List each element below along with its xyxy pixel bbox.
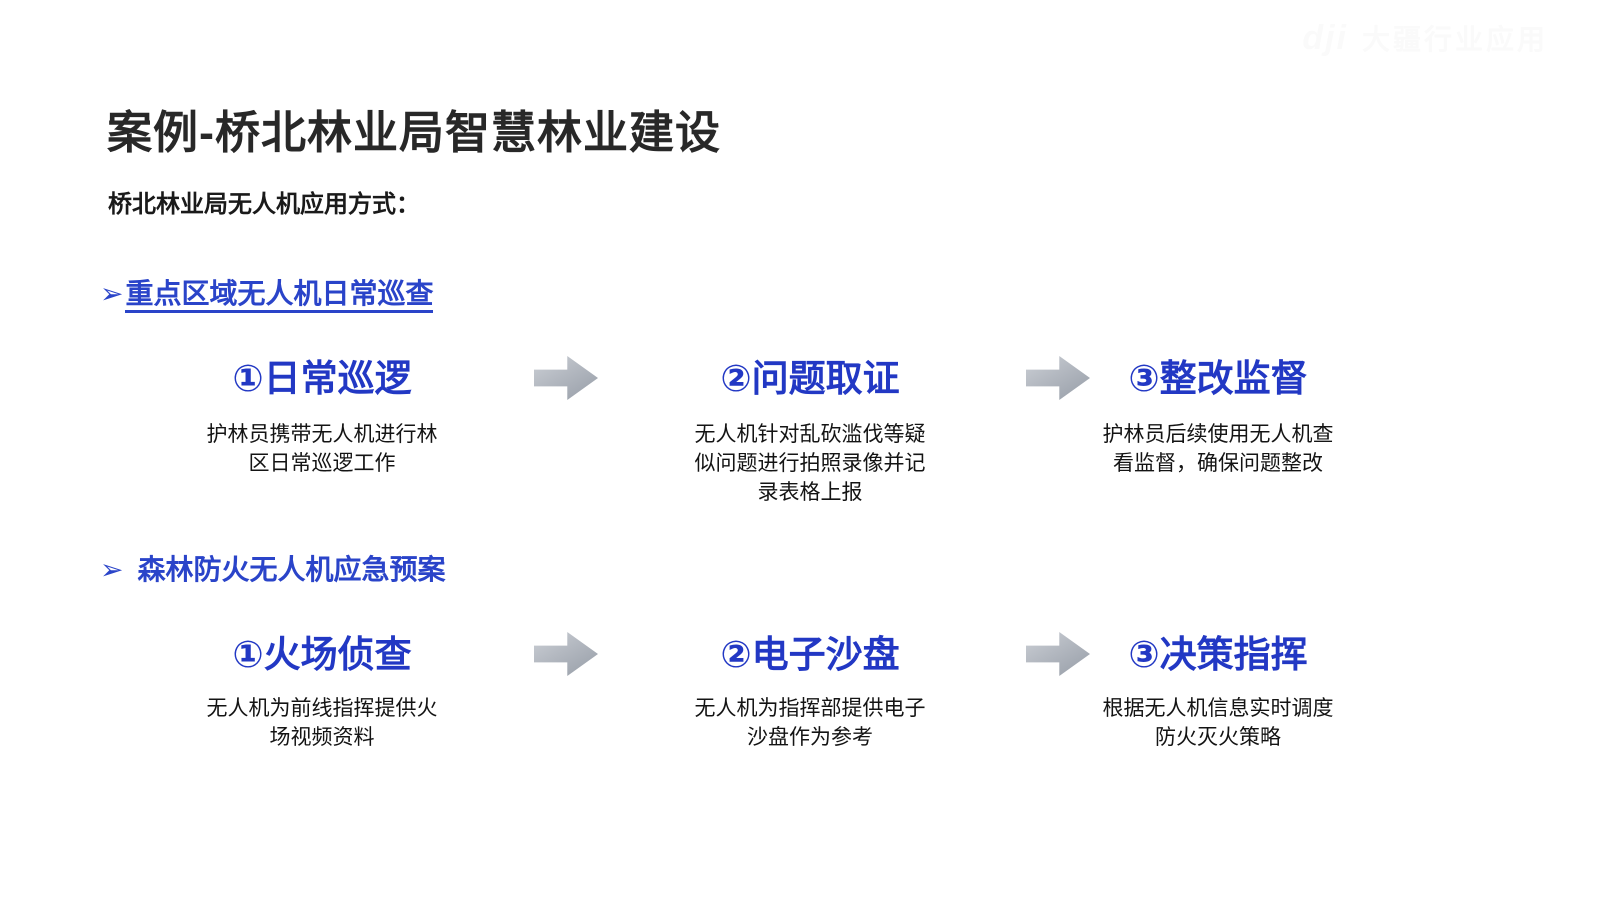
page-title: 案例-桥北林业局智慧林业建设 xyxy=(107,107,721,158)
watermark: dji 大疆行业应用 xyxy=(1302,18,1548,58)
section-heading-daily-patrol: ➢重点区域无人机日常巡查 xyxy=(100,272,434,313)
arrow-bullet-icon: ➢ xyxy=(100,278,124,309)
step-desc-supervision: 护林员后续使用无人机查 看监督，确保问题整改 xyxy=(1102,423,1334,475)
section-heading-fire-emergency: ➢ 森林防火无人机应急预案 xyxy=(100,548,445,588)
step-desc-daily-patrol: 护林员携带无人机进行林 区日常巡逻工作 xyxy=(206,423,438,475)
watermark-text: 大疆行业应用 xyxy=(1361,24,1548,55)
section-heading-text: 重点区域无人机日常巡查 xyxy=(125,278,434,313)
section-heading-text: 森林防火无人机应急预案 xyxy=(137,554,446,585)
step-title-evidence: ②问题取证 xyxy=(720,358,900,399)
step-title-daily-patrol: ①日常巡逻 xyxy=(232,358,412,399)
flow-arrow-icon xyxy=(534,356,598,400)
step-title-digital-sandbox: ②电子沙盘 xyxy=(720,634,900,675)
step-title-supervision: ③整改监督 xyxy=(1128,358,1308,399)
step-title-fire-recon: ①火场侦查 xyxy=(232,634,412,675)
page-subtitle: 桥北林业局无人机应用方式： xyxy=(108,191,420,218)
step-desc-fire-recon: 无人机为前线指挥提供火 场视频资料 xyxy=(206,697,438,749)
dji-logo-icon: dji xyxy=(1302,18,1348,57)
arrow-bullet-icon: ➢ xyxy=(100,554,124,585)
step-desc-evidence: 无人机针对乱砍滥伐等疑 似问题进行拍照录像并记 录表格上报 xyxy=(694,423,926,504)
step-desc-digital-sandbox: 无人机为指挥部提供电子 沙盘作为参考 xyxy=(694,697,926,749)
step-desc-command: 根据无人机信息实时调度 防火灭火策略 xyxy=(1102,697,1334,749)
flow-arrow-icon xyxy=(534,632,598,676)
step-title-command: ③决策指挥 xyxy=(1128,634,1308,675)
